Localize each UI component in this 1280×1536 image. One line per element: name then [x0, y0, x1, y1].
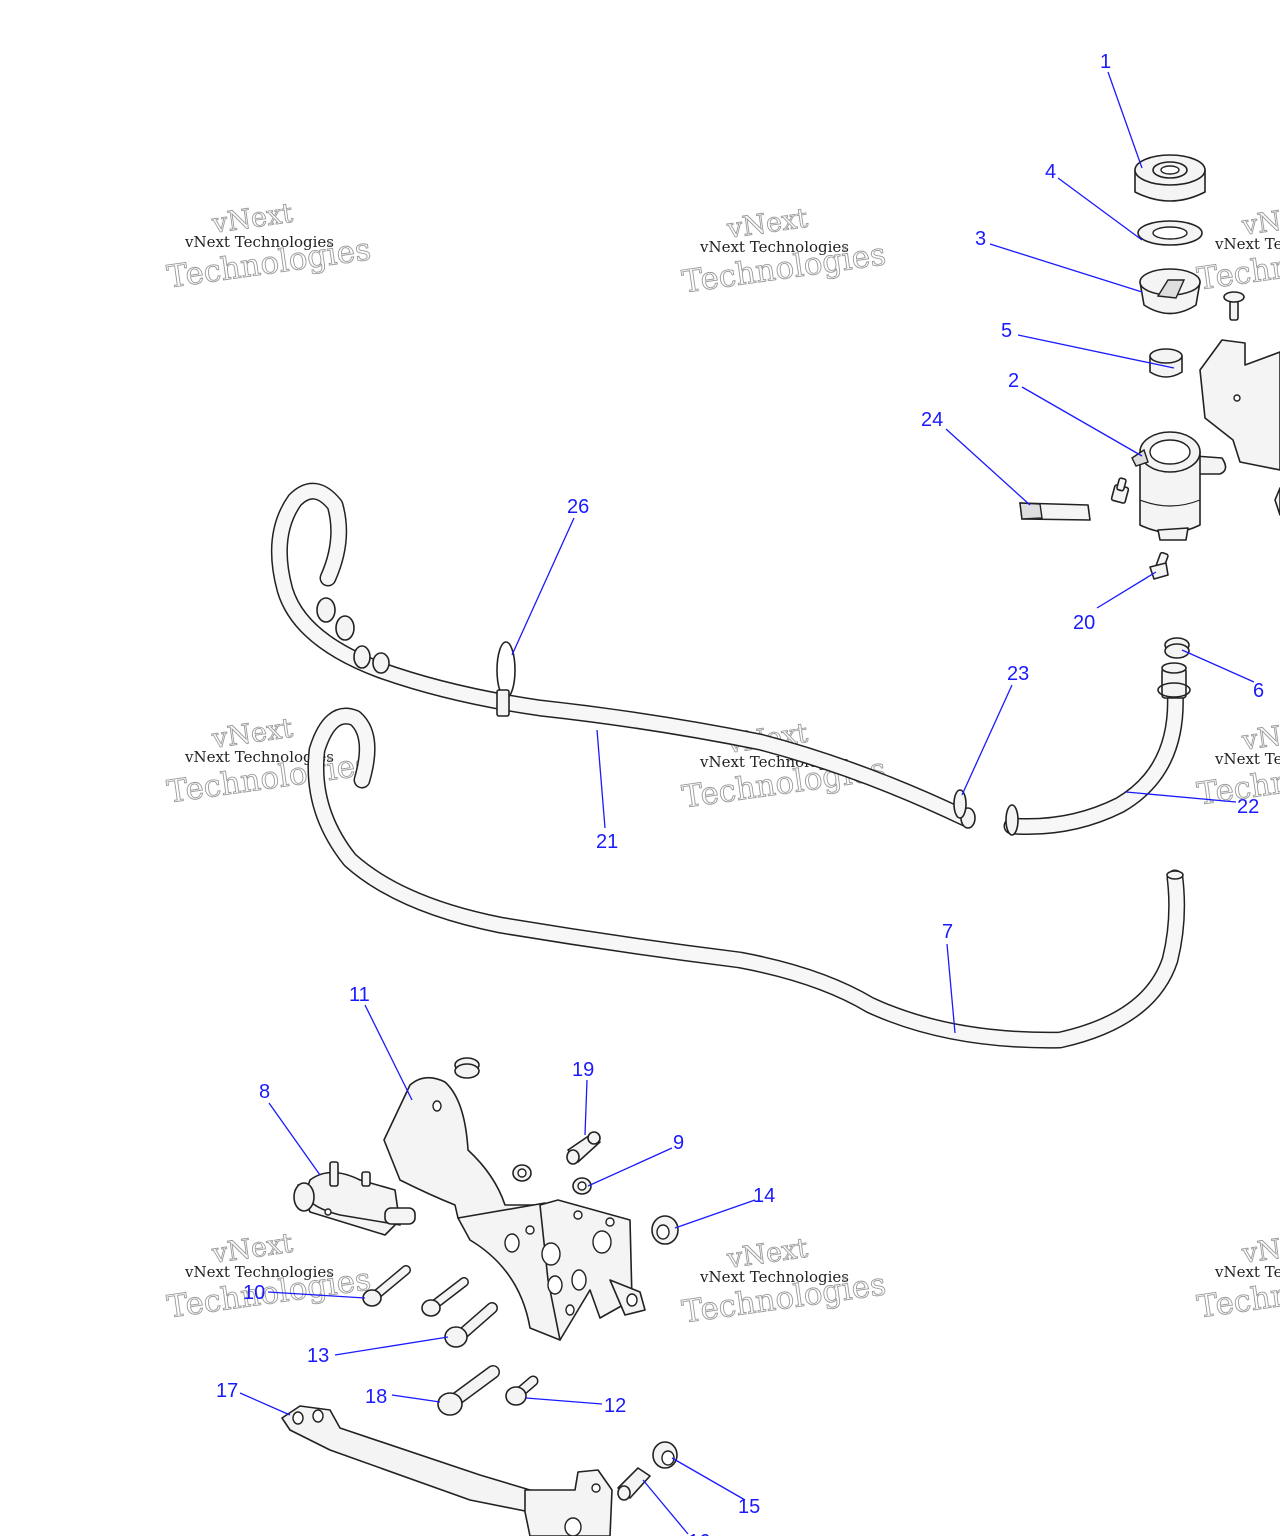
part-16-sleeve [617, 1467, 651, 1501]
part-1-reservoir-cap [1134, 154, 1206, 202]
callout-9: 9 [673, 1132, 684, 1154]
part-24-pin [1019, 502, 1091, 521]
part-5-float [1149, 348, 1183, 378]
svg-text:vNext Technologies: vNext Technologies [184, 748, 334, 766]
watermark-bottom-left: vNext vNext Technologies Technologies [164, 1227, 373, 1326]
svg-text:vNext Technologies: vNext Technologies [1214, 750, 1280, 768]
part-reservoir-bracket [1199, 339, 1280, 516]
svg-text:vNext Technologies: vNext Technologies [184, 1263, 334, 1281]
svg-text:vNext Technologies: vNext Technologies [699, 238, 849, 256]
part-13-bolt [444, 1302, 498, 1348]
callout-15: 15 [738, 1496, 760, 1518]
callout-11: 11 [349, 984, 370, 1006]
part-7-lower-hose [307, 707, 1186, 1049]
callout-5: 5 [1001, 320, 1012, 342]
callout-6: 6 [1253, 680, 1264, 702]
part-3-diaphragm [1139, 268, 1201, 315]
watermark-top-center: vNext vNext Technologies Technologies [679, 202, 888, 301]
callout-20: 20 [1073, 612, 1095, 634]
leader-lines [239, 71, 1255, 1535]
callout-2: 2 [1008, 370, 1019, 392]
callout-3: 3 [975, 228, 986, 250]
callout-1: 1 [1100, 51, 1111, 73]
svg-text:vNext Technologies: vNext Technologies [1214, 1263, 1280, 1281]
callout-22: 22 [1237, 796, 1259, 818]
part-22-outlet-hose [1003, 662, 1191, 836]
callout-26: 26 [567, 496, 589, 518]
part-11-pedal-bracket [383, 1076, 646, 1341]
callout-10: 10 [243, 1282, 265, 1304]
part-20-screw [1149, 551, 1169, 580]
part-12-bolt [505, 1375, 539, 1406]
part-small-bushing [512, 1164, 532, 1182]
callout-14: 14 [753, 1185, 775, 1207]
callout-18: 18 [365, 1386, 387, 1408]
callout-16: 16 [688, 1531, 710, 1536]
callout-17: 17 [216, 1380, 238, 1402]
part-10-bolt [362, 1265, 411, 1307]
part-2-reservoir-body [1131, 431, 1227, 541]
callout-4: 4 [1045, 161, 1056, 183]
svg-text:vNext Technologies: vNext Technologies [1214, 235, 1280, 253]
svg-text:vNext Technologies: vNext Technologies [184, 233, 334, 251]
svg-text:vNext Technologies: vNext Technologies [699, 1268, 849, 1286]
callout-7: 7 [942, 921, 953, 943]
callout-24: 24 [921, 409, 943, 431]
part-21-upper-hose [270, 482, 976, 829]
watermark-group: vNext vNext Technologies Technologies vN… [164, 197, 1280, 1331]
part-bolt-middle [421, 1277, 469, 1317]
callout-12: 12 [604, 1395, 626, 1417]
part-9-bushing [572, 1177, 592, 1195]
callout-21: 21 [596, 831, 618, 853]
callout-23: 23 [1007, 663, 1029, 685]
callout-numbers: 1 2 3 4 5 6 7 8 9 10 11 12 13 14 15 16 1… [216, 51, 1264, 1536]
part-bolt-beside-reservoir [1110, 477, 1130, 504]
part-clamp-near-bracket [454, 1057, 480, 1079]
part-4-washer [1137, 220, 1203, 246]
watermark-mid-right: vNext vNext Technologies Technologies [1194, 714, 1280, 813]
part-8-master-cylinder [293, 1161, 416, 1236]
callout-13: 13 [307, 1345, 329, 1367]
watermark-bottom-right: vNext vNext Technologies Technologies [1194, 1227, 1280, 1326]
part-screw-upper-right [1223, 291, 1245, 321]
watermark-top-right: vNext vNext Technologies Technologies [1194, 199, 1280, 298]
part-19-sleeve [566, 1131, 601, 1165]
callout-19: 19 [572, 1059, 594, 1081]
part-15-grommet [652, 1441, 678, 1469]
part-18-bolt [437, 1365, 500, 1416]
part-17-pedal-arm [281, 1405, 613, 1536]
callout-8: 8 [259, 1081, 270, 1103]
watermark-bottom-center: vNext vNext Technologies Technologies [679, 1232, 888, 1331]
part-6-hose-clamp [1164, 637, 1190, 659]
watermark-top-left: vNext vNext Technologies Technologies [164, 197, 373, 296]
part-14-grommet [651, 1215, 679, 1245]
